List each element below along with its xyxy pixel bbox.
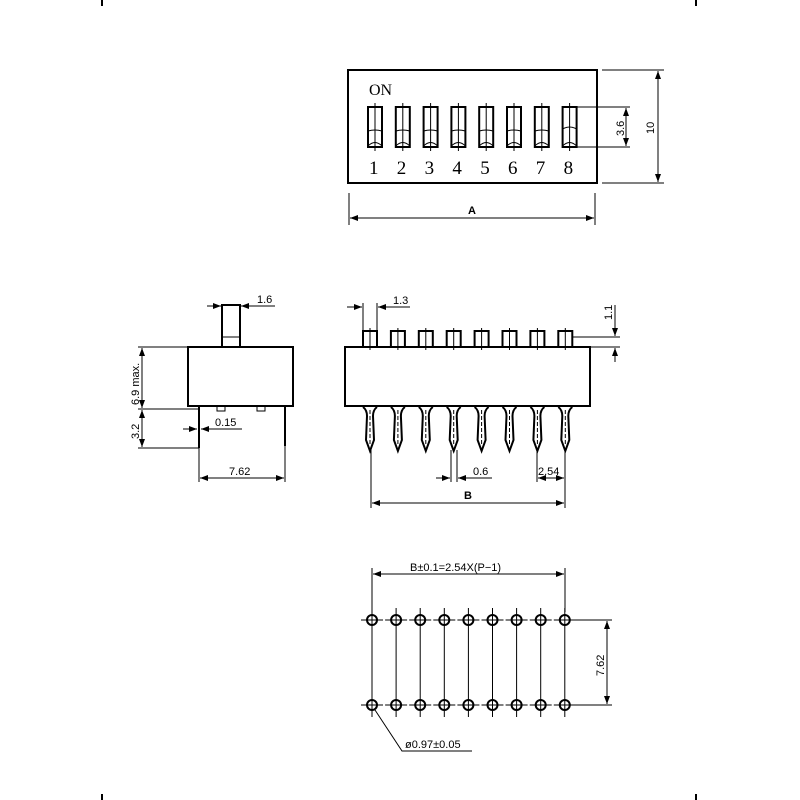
front-pins xyxy=(362,406,573,454)
hole-grid xyxy=(361,608,576,717)
front-pin xyxy=(418,406,434,454)
front-actuators xyxy=(362,328,574,350)
side-body-outline xyxy=(187,346,294,407)
dim-0-6-label: 0.6 xyxy=(473,466,488,478)
front-pin xyxy=(501,406,518,454)
hole-column xyxy=(361,608,383,717)
on-label: ON xyxy=(369,82,393,99)
switch-number-label: 8 xyxy=(564,158,574,179)
switch-number-label: 7 xyxy=(536,158,546,179)
dim-1-3-label: 1.3 xyxy=(393,295,408,307)
front-actuator xyxy=(501,328,518,350)
front-actuator xyxy=(529,328,546,350)
dim-7-62-side-label: 7.62 xyxy=(229,466,250,478)
front-actuator xyxy=(389,328,406,350)
dim-hole-label: ø0.97±0.05 xyxy=(405,739,461,751)
hole-column xyxy=(481,608,504,717)
switch-2 xyxy=(394,103,411,151)
dim-7-62-footprint-label: 7.62 xyxy=(595,655,607,676)
front-pin xyxy=(529,406,546,454)
front-actuator xyxy=(362,328,378,350)
front-pin xyxy=(390,406,406,454)
switch-1 xyxy=(367,103,383,151)
dim-6-9-label: 6.9 max. xyxy=(130,363,142,405)
switch-4 xyxy=(450,103,467,151)
top-body-outline xyxy=(347,69,598,184)
dim-3-2-label: 3.2 xyxy=(130,424,142,439)
dim-1-1-label: 1.1 xyxy=(603,305,615,320)
switch-number-label: 3 xyxy=(425,158,435,179)
switch-7 xyxy=(533,103,550,151)
switch-3 xyxy=(422,103,439,151)
switch-number-label: 1 xyxy=(369,158,379,179)
switch-8 xyxy=(561,103,578,151)
hole-column xyxy=(505,608,528,717)
corner-marks xyxy=(101,0,697,800)
front-actuator xyxy=(445,328,462,350)
front-actuator xyxy=(557,328,574,350)
switch-number-label: 2 xyxy=(397,158,407,179)
switch-number-label: 5 xyxy=(480,158,490,179)
switch-row xyxy=(367,103,578,151)
dim-b-label: B xyxy=(464,490,472,502)
hole-column xyxy=(553,608,576,717)
dim-a-label: A xyxy=(468,205,476,217)
front-pin xyxy=(473,406,490,454)
front-view: 1.3 1.1 0.6 2.54 B xyxy=(344,295,620,508)
switch-6 xyxy=(506,103,522,151)
front-pin xyxy=(446,406,462,454)
dim-1-6-label: 1.6 xyxy=(257,294,272,306)
hole-column xyxy=(529,608,552,717)
front-pin xyxy=(557,406,573,454)
side-view: 1.6 6.9 max. 3.2 0.15 7.62 xyxy=(130,294,294,482)
hole-column xyxy=(409,608,432,717)
dim-2-54-label: 2.54 xyxy=(538,466,559,478)
hole-column xyxy=(457,608,480,717)
side-actuator xyxy=(221,304,241,348)
footprint-view: B±0.1=2.54X(P−1) 7.62 ø0.97±0.05 xyxy=(361,562,612,752)
front-actuator xyxy=(417,328,434,350)
front-pin xyxy=(362,406,378,454)
dim-formula-label: B±0.1=2.54X(P−1) xyxy=(410,562,501,574)
switch-5 xyxy=(478,103,495,151)
dim-3-6-label: 3.6 xyxy=(615,121,627,136)
switch-number-label: 6 xyxy=(508,158,518,179)
dim-0-15-label: 0.15 xyxy=(215,417,236,429)
front-actuator xyxy=(473,328,490,350)
front-body-outline xyxy=(344,346,591,407)
hole-column xyxy=(433,608,456,717)
dim-10-label: 10 xyxy=(645,122,657,134)
switch-number-label: 4 xyxy=(452,158,462,179)
hole-column xyxy=(385,608,408,717)
